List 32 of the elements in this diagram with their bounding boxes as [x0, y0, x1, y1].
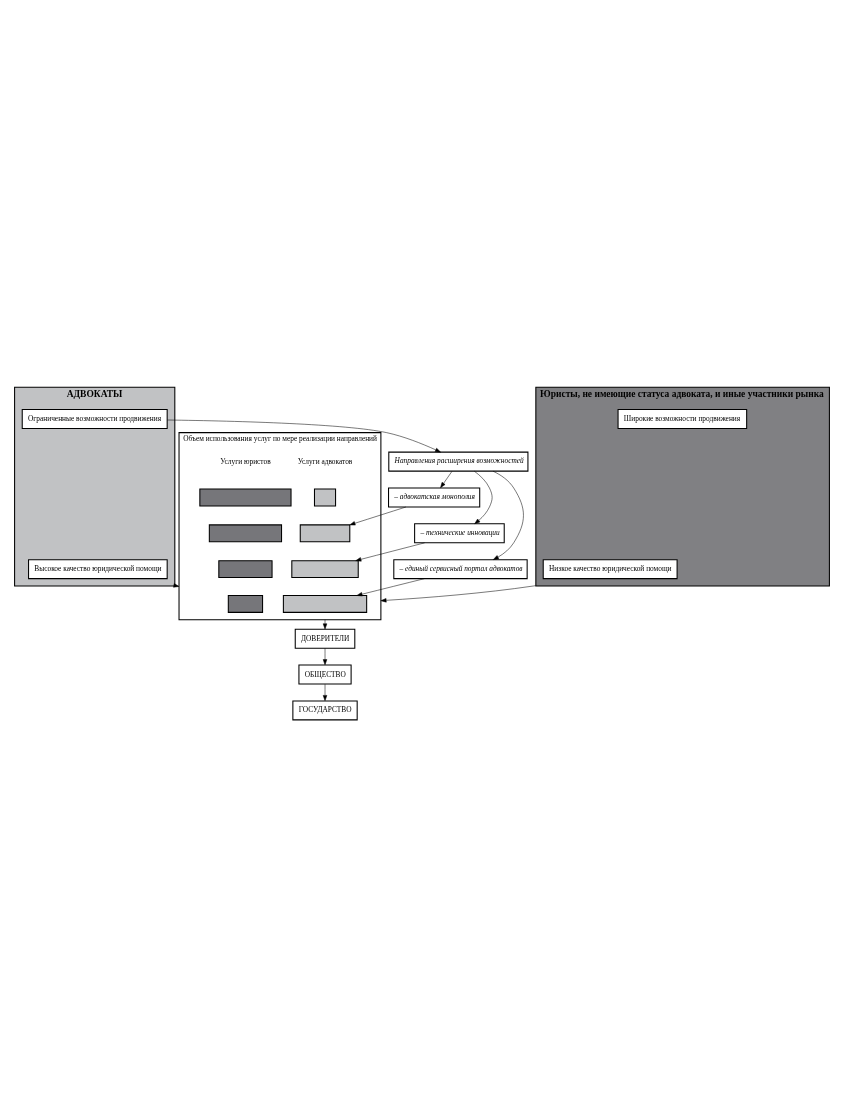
arrow: [356, 578, 425, 597]
node-bar: [227, 595, 264, 613]
node-bar: [291, 560, 359, 579]
arrow: [322, 683, 328, 701]
node-box: ДОВЕРИТЕЛИ: [294, 628, 356, 649]
arrow: [474, 470, 493, 525]
node-box: Высокое качество юридической помощи: [28, 559, 168, 580]
arrow: [440, 471, 453, 488]
arrow: [322, 648, 328, 666]
node-bar: [199, 488, 292, 507]
node-bar: [313, 488, 337, 507]
node-box: Направления расширения возможностей: [388, 451, 529, 472]
label: Услуги юристов: [220, 456, 271, 466]
node-bar: [208, 524, 283, 543]
arrow: [380, 585, 537, 603]
arrow: [167, 419, 441, 453]
arrow: [322, 619, 328, 630]
node-box: – единый сервисный портал адвокатов: [393, 559, 528, 580]
node-box: ОБЩЕСТВО: [298, 664, 352, 685]
node-box: ГОСУДАРСТВО: [292, 700, 358, 721]
label: Услуги адвокатов: [297, 456, 353, 466]
node-bar: [299, 524, 351, 543]
node-bar: [282, 595, 368, 613]
node-box: Ограниченные возможности продвижения: [21, 408, 168, 429]
arrow: [349, 506, 407, 526]
node-box: Широкие возможности продвижения: [617, 408, 748, 429]
node-box: – технические инновации: [414, 523, 505, 544]
node-box: – адвокатская монополия: [388, 487, 481, 508]
arrow: [492, 470, 524, 560]
node-bar: [218, 560, 273, 579]
arrow: [355, 542, 425, 562]
node-box: Низкое качество юридической помощи: [542, 559, 678, 580]
